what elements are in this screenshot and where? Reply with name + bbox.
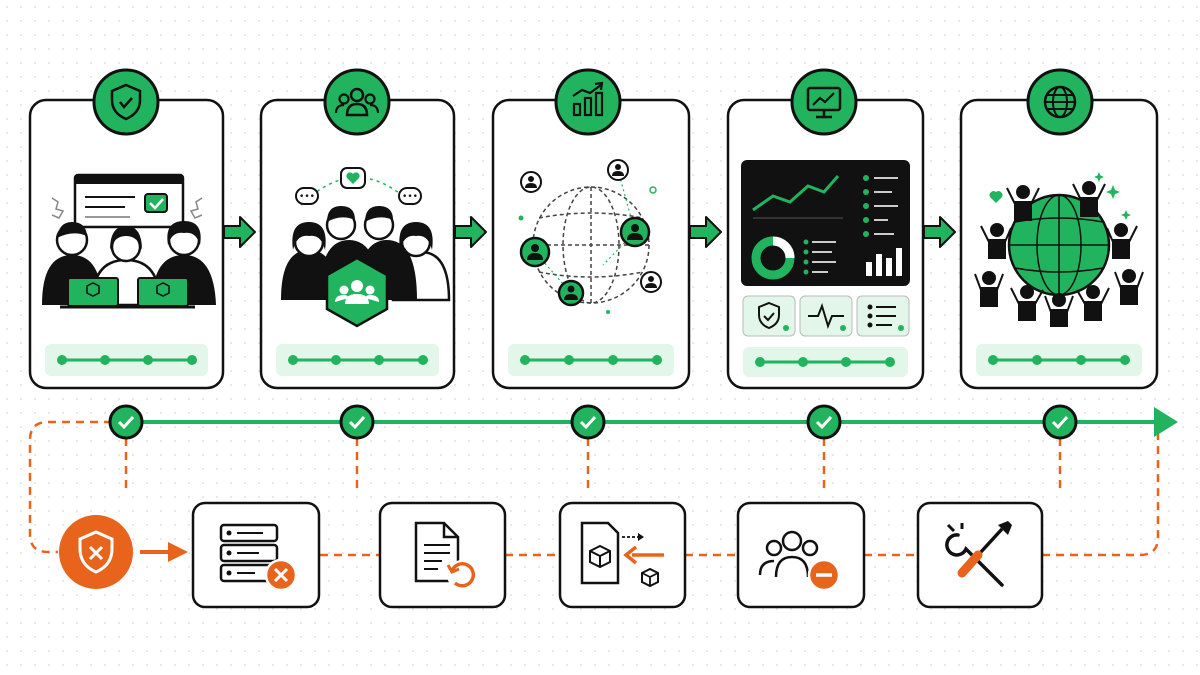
global-network-illustration bbox=[518, 159, 662, 314]
check-icon bbox=[570, 404, 606, 440]
stage-card-4 bbox=[726, 98, 925, 390]
wrench-screwdriver-icon bbox=[945, 521, 1012, 587]
community-group-icon bbox=[323, 68, 391, 136]
community-chat-illustration: ••• ••• bbox=[281, 167, 451, 328]
failure-loop-connectors bbox=[28, 420, 1160, 557]
milestone-checks bbox=[108, 404, 1078, 440]
failure-step-1 bbox=[191, 501, 321, 609]
stage-progress-bar bbox=[45, 344, 208, 376]
globe-icon bbox=[1026, 68, 1094, 136]
stage-progress-bar bbox=[508, 344, 674, 376]
failure-loop-top-connector bbox=[28, 420, 126, 554]
stage-progress-bar bbox=[743, 347, 908, 377]
svg-text:•••: ••• bbox=[402, 192, 418, 202]
monitor-trend-icon bbox=[790, 68, 858, 136]
document-rollback-icon bbox=[414, 521, 477, 590]
stage-progress-bar bbox=[976, 344, 1142, 376]
stage-card-5 bbox=[959, 98, 1159, 390]
check-icon bbox=[806, 404, 842, 440]
failure-arrow-icon bbox=[140, 542, 188, 562]
arrow-right-icon bbox=[454, 216, 487, 248]
failure-step-5 bbox=[916, 501, 1044, 609]
failure-step-4 bbox=[736, 501, 866, 609]
failure-loop-bottom-connector bbox=[1042, 434, 1160, 557]
shield-x-icon bbox=[59, 515, 133, 589]
timeline-arrowhead bbox=[1154, 407, 1178, 437]
user-group-remove-icon bbox=[758, 530, 841, 592]
arrow-right-icon bbox=[223, 216, 256, 248]
stage-progress-bar bbox=[276, 344, 439, 376]
check-icon bbox=[108, 404, 144, 440]
celebrating-crowd-illustration bbox=[974, 172, 1144, 327]
shield-check-icon bbox=[92, 68, 160, 136]
package-reverted-icon bbox=[580, 521, 664, 588]
arrow-right-icon bbox=[923, 216, 956, 248]
growth-bar-chart-icon bbox=[554, 68, 622, 136]
team-at-laptops-illustration bbox=[42, 173, 216, 309]
stage-card-3 bbox=[491, 98, 691, 390]
check-icon bbox=[339, 404, 375, 440]
arrow-right-icon bbox=[689, 216, 722, 248]
failure-step-2 bbox=[378, 501, 507, 609]
stage-card-2: ••• ••• bbox=[259, 98, 456, 390]
failure-step-3 bbox=[558, 501, 687, 609]
analytics-dashboard-illustration bbox=[741, 160, 910, 337]
svg-text:•••: ••• bbox=[299, 192, 315, 202]
stage-card-1 bbox=[28, 98, 225, 390]
server-error-icon bbox=[219, 523, 298, 592]
stage-arrows bbox=[223, 216, 956, 248]
check-icon bbox=[1042, 404, 1078, 440]
success-timeline bbox=[126, 407, 1178, 437]
